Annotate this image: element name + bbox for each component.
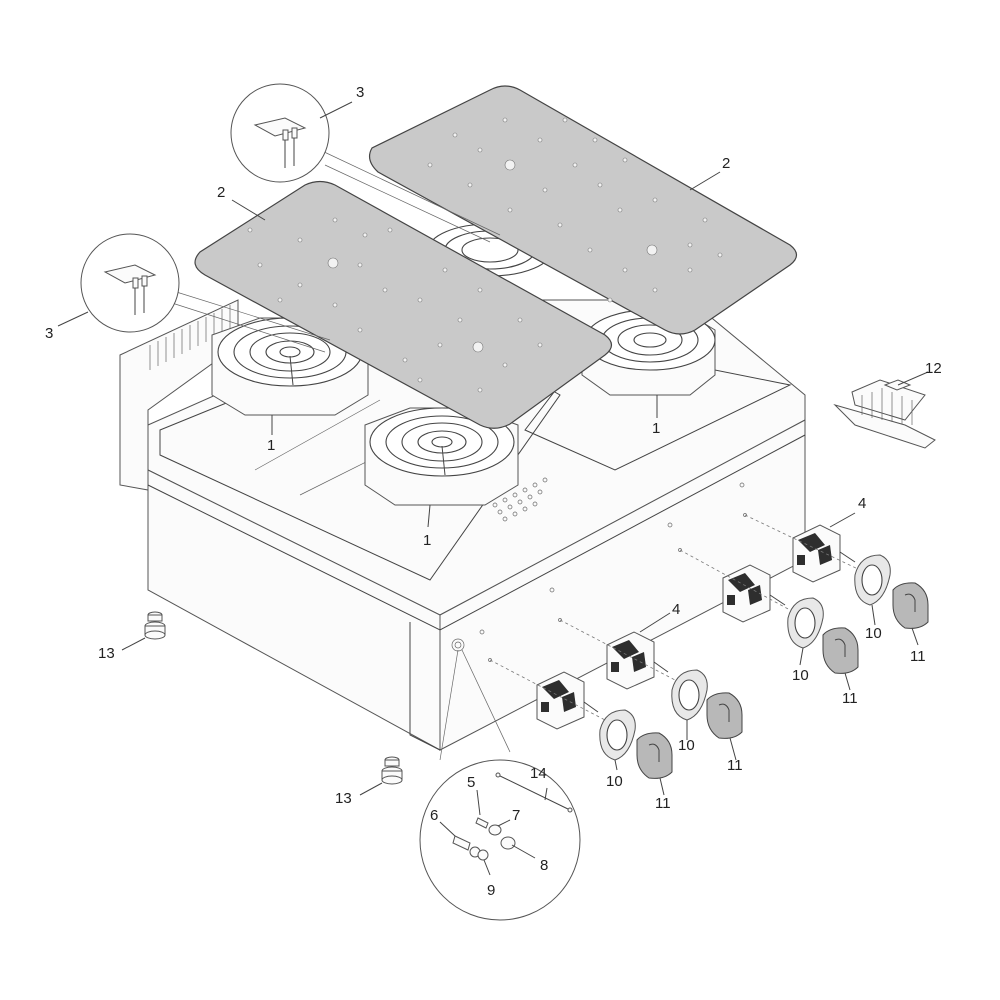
label-wire: 14	[530, 765, 547, 782]
label-bezel: 10	[792, 667, 809, 684]
fuse-detail	[419, 649, 581, 921]
adjustable-foot	[359, 756, 403, 796]
label-coil: 1	[423, 532, 431, 549]
label-bezel: 10	[606, 773, 623, 790]
terminal-block	[833, 371, 936, 449]
induction-coil-right	[581, 309, 716, 396]
sensor-detail-right	[230, 83, 501, 243]
label-knob: 11	[842, 690, 858, 707]
label-fuse: 6	[430, 807, 438, 824]
label-bezel: 10	[678, 737, 695, 754]
label-knob: 11	[910, 648, 926, 665]
label-foot: 13	[335, 790, 352, 807]
sensor-detail-left	[57, 233, 331, 353]
glass-plate-right	[368, 85, 798, 335]
label-fuse: 8	[540, 857, 548, 874]
label-knob: 11	[655, 795, 671, 812]
bezel	[854, 554, 891, 606]
control-knob	[636, 732, 673, 779]
control-knob	[892, 582, 929, 629]
label-fuse: 5	[467, 774, 475, 791]
label-foot: 13	[98, 645, 115, 662]
power-module-right-rear	[792, 524, 856, 583]
label-sensor: 3	[45, 325, 53, 342]
induction-coil-front-left	[364, 407, 519, 506]
power-module-left-rear	[606, 631, 669, 690]
power-module-right-front	[722, 564, 786, 623]
power-module-left-front	[536, 671, 599, 730]
bezel	[599, 709, 636, 761]
glass-plate-left	[194, 180, 613, 429]
label-bezel: 10	[865, 625, 882, 642]
label-fuse: 9	[487, 882, 495, 899]
leader-lines	[231, 171, 919, 796]
label-module: 4	[672, 601, 680, 618]
adjustable-foot	[121, 611, 166, 651]
control-knob	[822, 627, 859, 674]
label-knob: 11	[727, 757, 743, 774]
label-sensor: 3	[356, 84, 364, 101]
control-knob	[706, 692, 743, 739]
callout-labels: 1 1 1 2 2 3 3 4 4 12 13 13 14 5 6 7 8 9 …	[45, 84, 942, 899]
bezel	[671, 669, 708, 721]
label-coil: 1	[652, 420, 660, 437]
label-plate: 2	[722, 155, 730, 172]
label-module: 4	[858, 495, 866, 512]
label-plate: 2	[217, 184, 225, 201]
bezel	[787, 597, 824, 649]
label-terminal: 12	[925, 360, 942, 377]
label-fuse: 7	[512, 807, 520, 824]
label-coil: 1	[267, 437, 275, 454]
